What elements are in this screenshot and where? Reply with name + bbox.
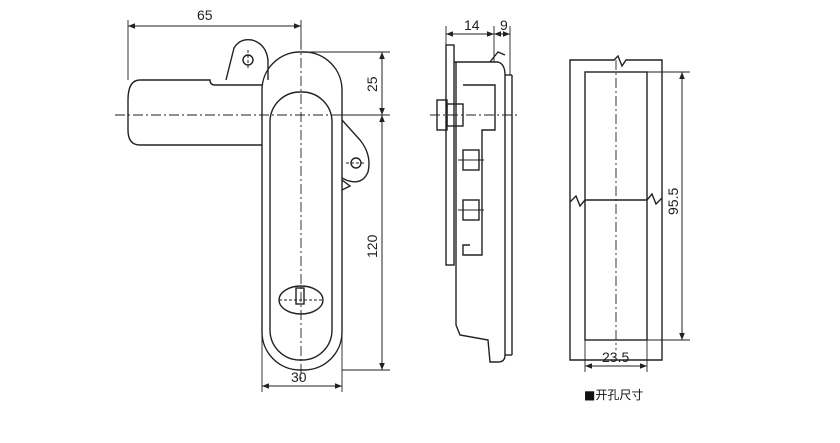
cutout-caption: ■开孔尺寸 [584,388,643,402]
panel-plate [445,44,455,266]
dim-65: 65 [197,7,213,23]
side-dims [445,26,511,75]
dim-25: 25 [364,76,380,92]
key-slot [295,287,305,305]
cutout-view [569,54,663,361]
right-lug [341,119,370,183]
front-dims [127,20,390,392]
front-view [115,38,370,380]
dim-14: 14 [464,17,480,33]
dim-9: 9 [500,17,508,33]
cutout-outer [569,54,663,361]
lever-arm [127,79,262,146]
cutout-dims [584,71,690,372]
top-lug [225,38,269,81]
side-view [430,44,520,363]
body-plate [454,61,506,363]
dim-120: 120 [364,234,380,258]
dim-23-5: 23.5 [602,349,629,365]
dim-95-5: 95.5 [665,188,681,215]
dim-30: 30 [291,369,307,385]
body-outer [261,51,343,371]
